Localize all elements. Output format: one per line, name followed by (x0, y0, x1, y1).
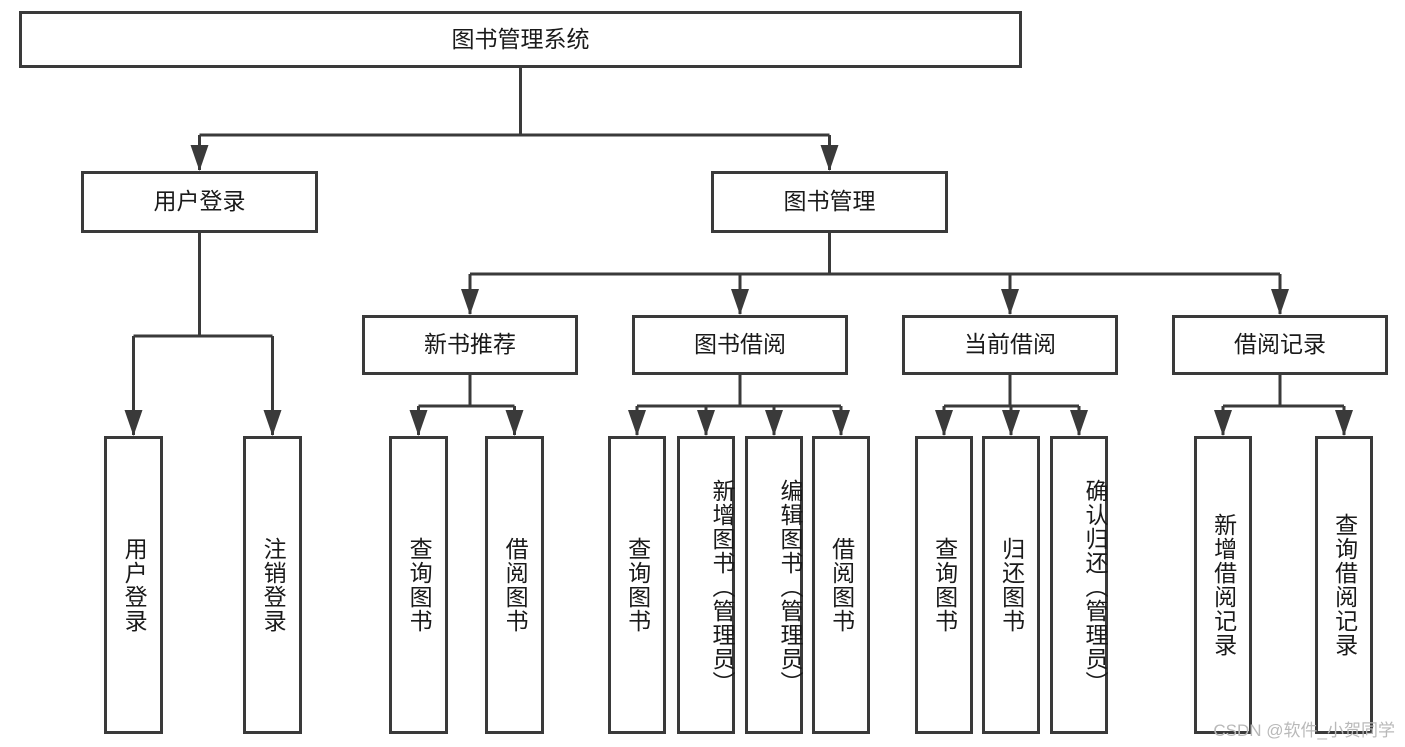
node-box-leaf_2 (389, 436, 448, 734)
node-box-l1_1 (711, 171, 948, 233)
node-box-leaf_10 (1050, 436, 1108, 734)
arrow-head-icon (190, 145, 209, 171)
arrow-head-icon (1070, 410, 1088, 436)
arrow-head-icon (1001, 289, 1019, 315)
node-box-l2_1 (632, 315, 848, 375)
arrow-head-icon (628, 410, 646, 436)
node-box-l2_2 (902, 315, 1118, 375)
arrow-head-icon (765, 410, 783, 436)
node-box-leaf_7 (812, 436, 870, 734)
arrow-head-icon (505, 410, 524, 436)
arrow-head-icon (409, 410, 428, 436)
arrow-head-icon (461, 289, 479, 315)
arrow-head-icon (1271, 289, 1289, 315)
node-box-leaf_6 (745, 436, 803, 734)
arrow-head-icon (697, 410, 715, 436)
node-box-leaf_11 (1194, 436, 1252, 734)
arrow-head-icon (1002, 410, 1020, 436)
node-box-leaf_0 (104, 436, 163, 734)
edges-layer (124, 68, 1353, 436)
node-box-l2_0 (362, 315, 578, 375)
node-box-leaf_5 (677, 436, 735, 734)
node-box-leaf_12 (1315, 436, 1373, 734)
node-box-leaf_3 (485, 436, 544, 734)
node-box-leaf_8 (915, 436, 973, 734)
node-box-leaf_1 (243, 436, 302, 734)
arrow-head-icon (820, 145, 839, 171)
arrow-head-icon (1335, 410, 1353, 436)
arrow-head-icon (935, 410, 953, 436)
node-box-root (19, 11, 1022, 68)
arrow-head-icon (263, 410, 282, 436)
node-box-l2_3 (1172, 315, 1388, 375)
arrow-head-icon (1214, 410, 1232, 436)
node-box-leaf_4 (608, 436, 666, 734)
arrow-head-icon (731, 289, 749, 315)
arrow-head-icon (124, 410, 143, 436)
node-box-l1_0 (81, 171, 318, 233)
node-box-leaf_9 (982, 436, 1040, 734)
boxes-layer (19, 11, 1388, 734)
arrow-head-icon (832, 410, 850, 436)
